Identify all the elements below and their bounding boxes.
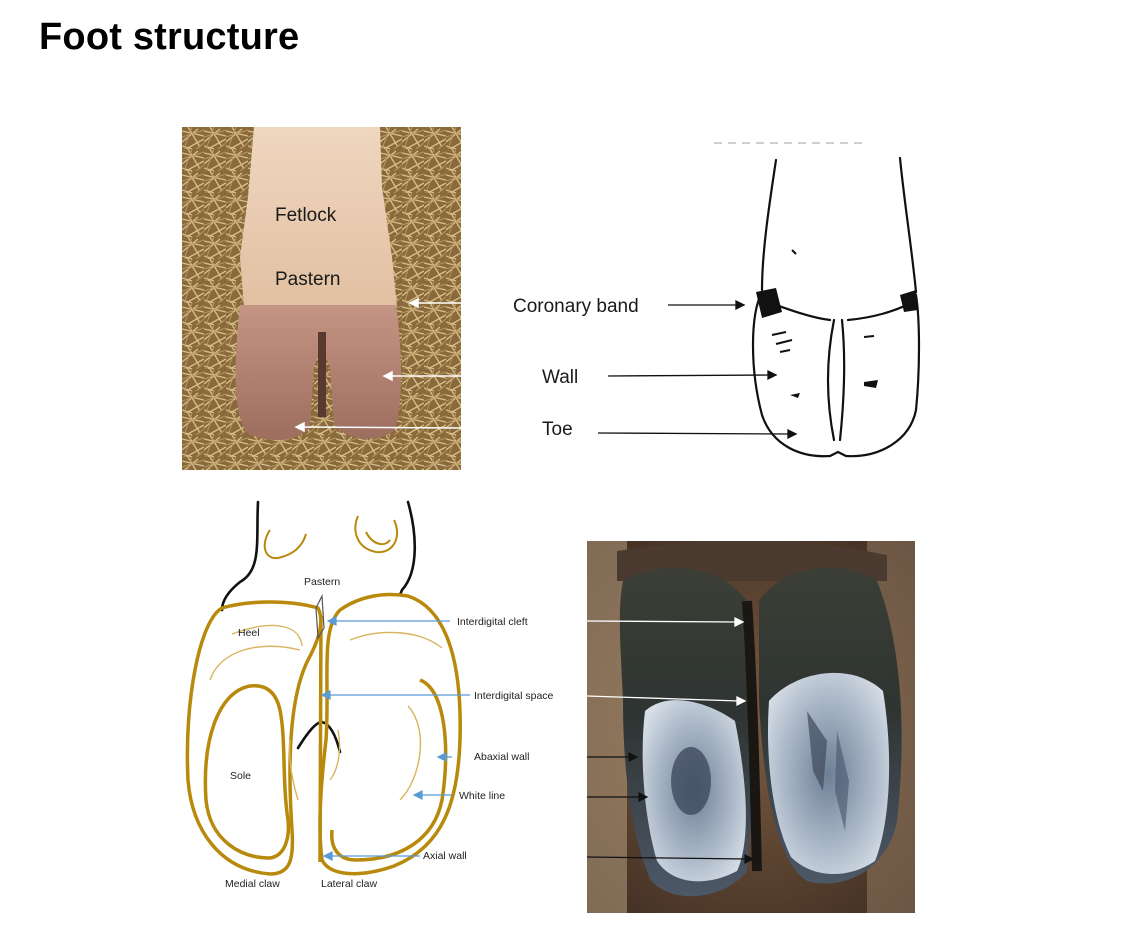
pointer-arrow [320, 616, 470, 861]
white-line-label: White line [459, 790, 505, 802]
pointer-arrow [597, 299, 798, 440]
sole-label: Sole [230, 770, 251, 782]
wall-label: Wall [542, 367, 578, 388]
axial-wall-label: Axial wall [423, 850, 467, 862]
pastern-label: Pastern [275, 269, 340, 290]
front-view-sketch: Coronary band Wall Toe [513, 142, 921, 458]
pointer-arrow [294, 297, 461, 433]
lateral-claw-label: Lateral claw [321, 878, 377, 890]
sole-view-diagram: Pastern Heel Sole Medial claw Lateral cl… [185, 500, 554, 890]
coronary-band-label: Coronary band [513, 296, 639, 317]
medial-claw-label: Medial claw [225, 878, 280, 890]
sole-view-photo [587, 541, 915, 913]
interdigital-space-label: Interdigital space [474, 690, 554, 702]
front-view-photo: Fetlock Pastern [182, 127, 461, 470]
toe-label: Toe [542, 419, 573, 440]
pointer-arrow [587, 752, 755, 864]
interdigital-cleft-label: Interdigital cleft [457, 616, 528, 628]
heel-label: Heel [238, 627, 260, 639]
pastern-label: Pastern [304, 576, 340, 588]
pointer-arrow [587, 616, 747, 707]
fetlock-label: Fetlock [275, 205, 337, 226]
page-title: Foot structure [39, 16, 300, 58]
abaxial-wall-label: Abaxial wall [474, 751, 529, 763]
